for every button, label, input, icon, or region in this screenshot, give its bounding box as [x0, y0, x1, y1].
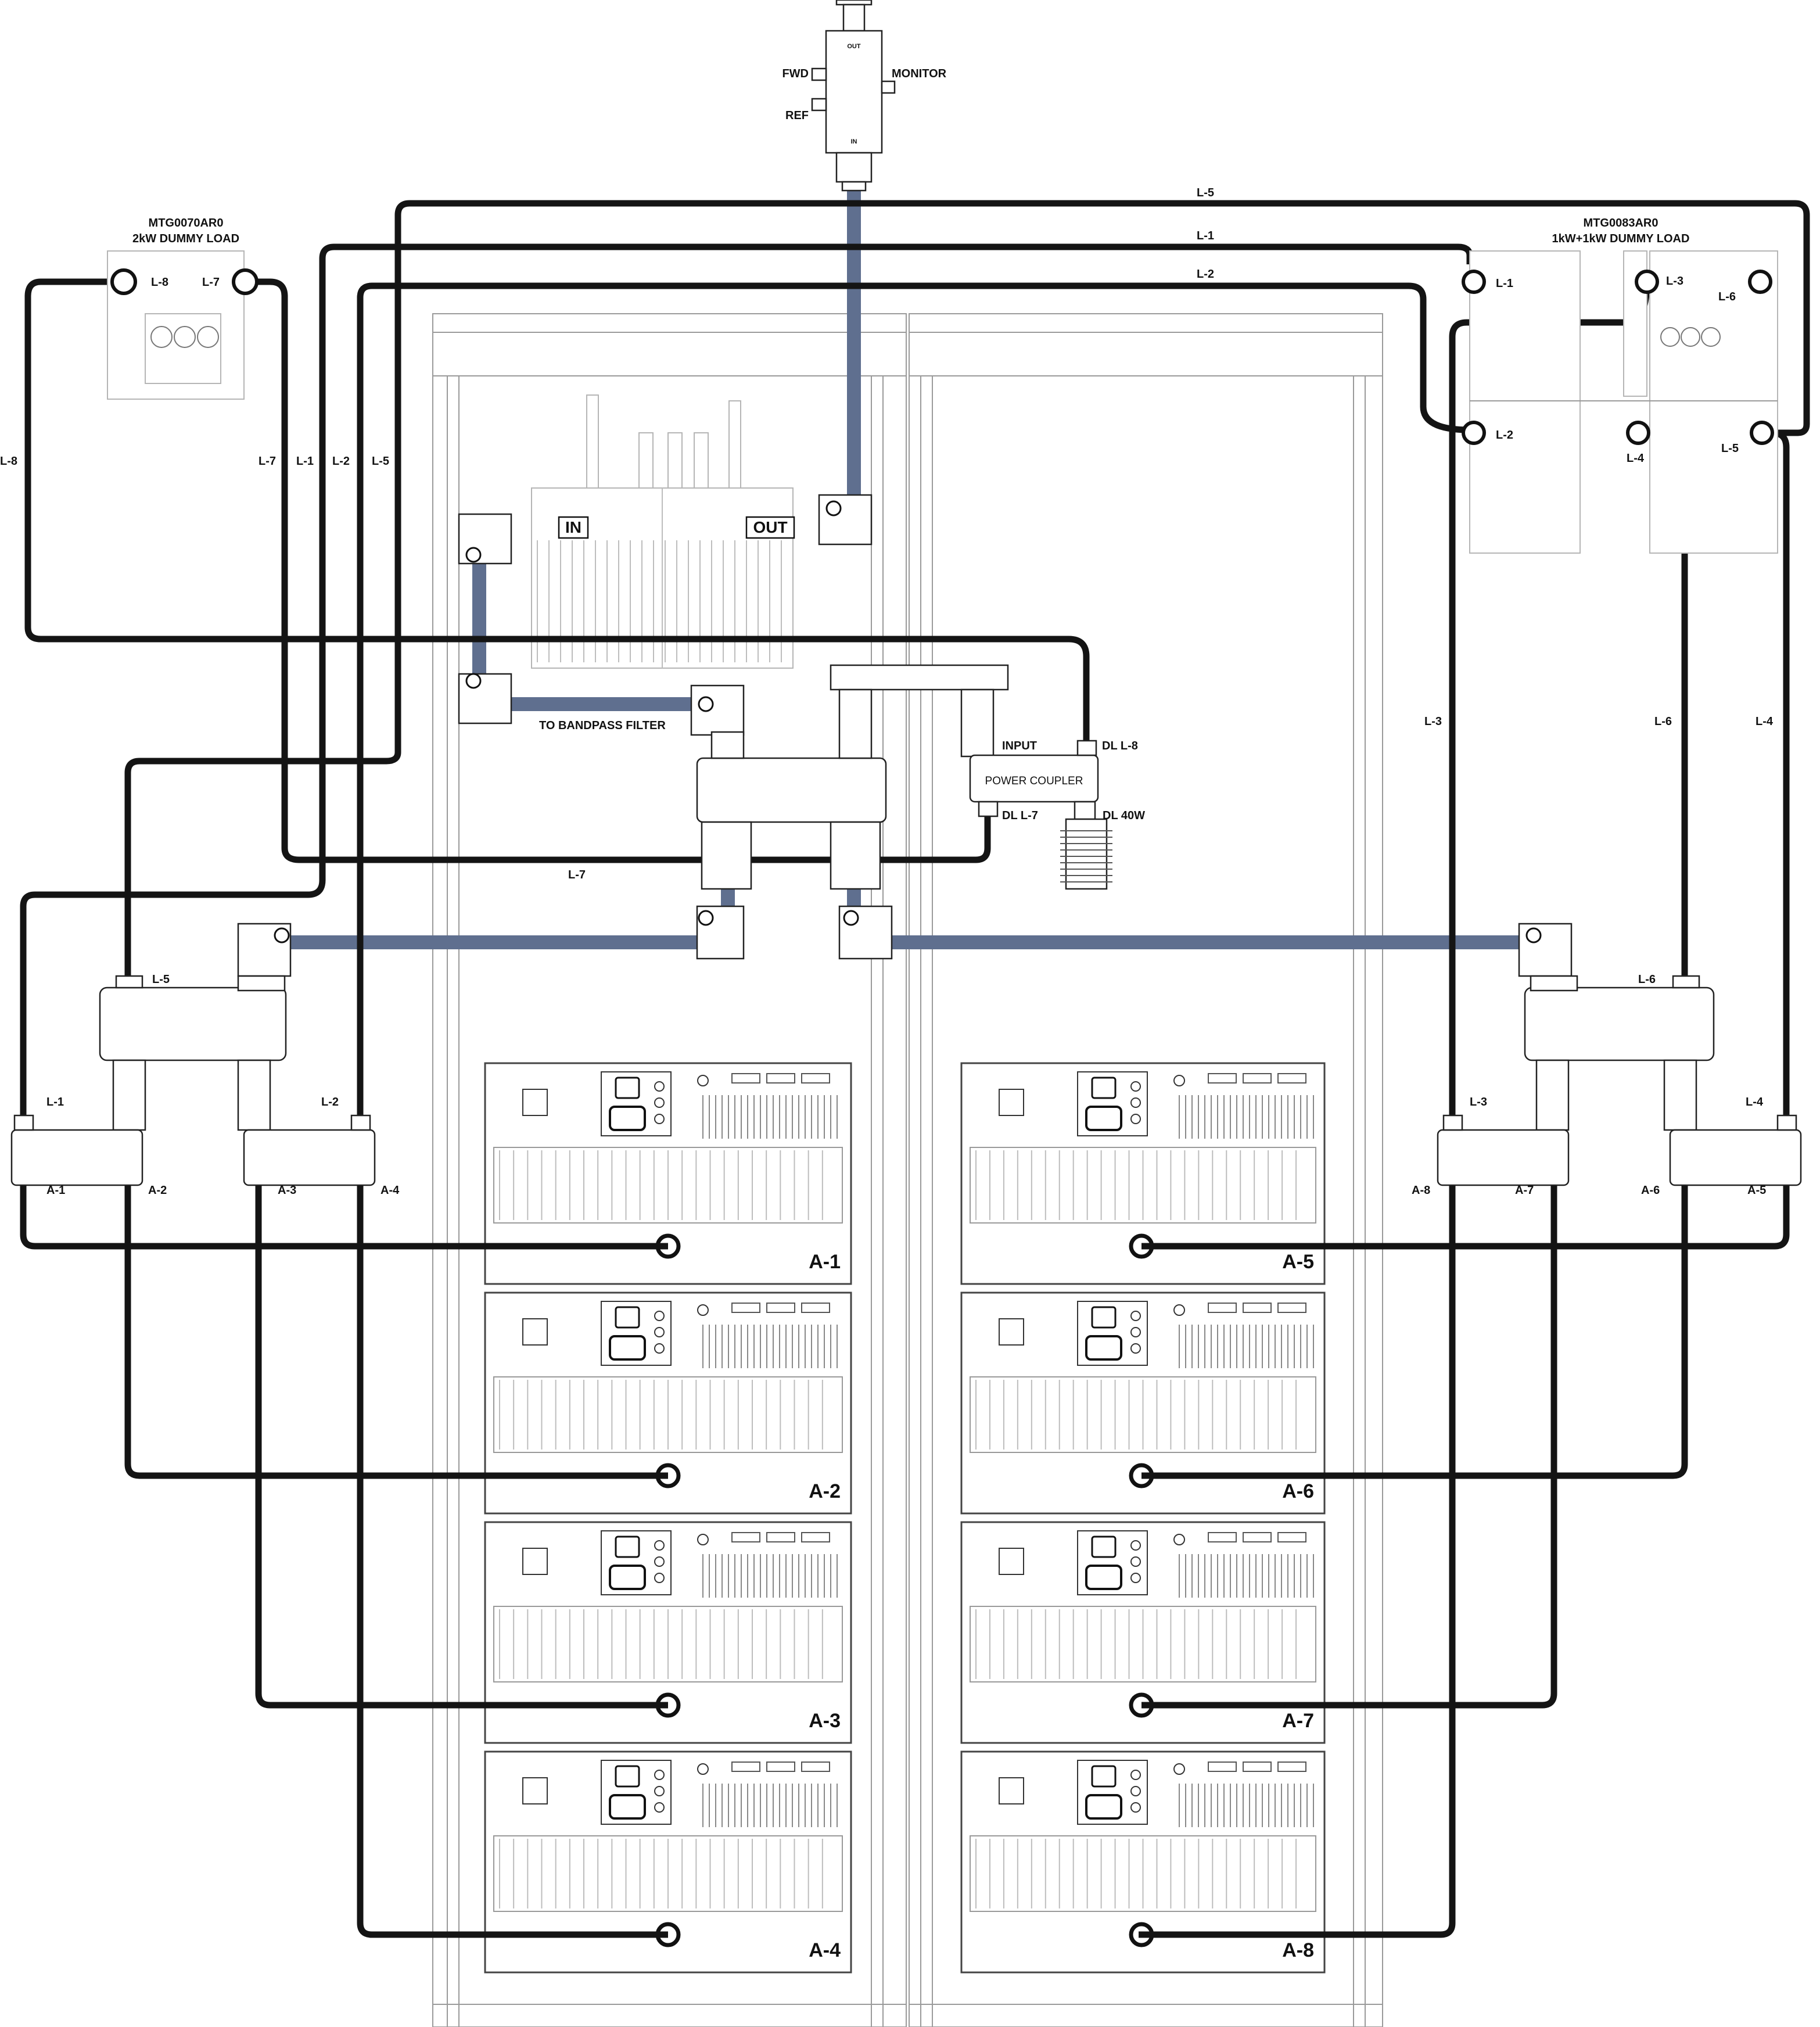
cabinet-right [909, 313, 1383, 2027]
dummy-load-1kw-port-l6: L-6 [1718, 290, 1736, 303]
amp-label-a8: A-8 [1282, 1939, 1314, 1961]
combiner-left-out-a1: A-1 [46, 1184, 65, 1197]
dummy-load-1kw-model: MTG0083AR0 [1584, 217, 1659, 229]
center-combiner [696, 664, 1009, 890]
combiner-left: L-5 L-1 L-2 A-1 A-2 A-3 A-4 [10, 973, 400, 1197]
combiner-right-l3-label: L-3 [1470, 1096, 1487, 1108]
dummy-load-1kw-port-l3: L-3 [1666, 275, 1683, 288]
amplifier-drawer [960, 1291, 1326, 1515]
combiner-left-top-label: L-5 [152, 973, 170, 986]
filter-out-box [745, 516, 795, 539]
combiner-right-out-a6: A-6 [1641, 1184, 1660, 1197]
dummy-load-2kw-port-l8: L-8 [151, 276, 168, 289]
cable-label-top-l2: L-2 [1197, 268, 1214, 281]
amplifier-drawer [484, 1291, 852, 1515]
power-coupler-dl-40w-label: DL 40W [1103, 809, 1145, 822]
amplifier-drawer [960, 1062, 1326, 1285]
dummy-load-2kw-desc: 2kW DUMMY LOAD [132, 232, 239, 245]
combiner-right-out-a8: A-8 [1412, 1184, 1430, 1197]
combiner-right: L-6 L-3 L-4 A-8 A-7 A-6 A-5 [1412, 973, 1802, 1197]
cable-label-right-l3: L-3 [1424, 715, 1442, 728]
dummy-load-1kw-port-l1: L-1 [1496, 277, 1513, 290]
cabinet-left [432, 313, 907, 2027]
combiner-left-out-a2: A-2 [148, 1184, 167, 1197]
to-bandpass-label: TO BANDPASS FILTER [539, 719, 666, 732]
amp-label-a7: A-7 [1282, 1710, 1314, 1732]
coupler-fwd-label: FWD [782, 67, 809, 80]
coupler-in-label: IN [851, 138, 857, 145]
amp-label-a3: A-3 [809, 1710, 841, 1732]
dummy-load-2kw-port-l7: L-7 [202, 276, 220, 289]
amplifier-drawer [484, 1062, 852, 1285]
combiner-right-top-label: L-6 [1638, 973, 1656, 986]
cable-label-left-l7: L-7 [259, 455, 276, 468]
rigid-lines [288, 186, 1522, 949]
dummy-load-1kw-port-l4: L-4 [1627, 452, 1645, 465]
cable-labels: L-5 L-1 L-2 L-8 L-7 L-1 L-2 L-5 L-7 L-3 … [0, 186, 1774, 881]
cable-label-top-l5: L-5 [1197, 186, 1214, 199]
combiner-left-out-a4: A-4 [380, 1184, 400, 1197]
dummy-load-2kw: MTG0070AR0 2kW DUMMY LOAD L-8 L-7 [107, 217, 259, 400]
combiner-left-out-a3: A-3 [278, 1184, 296, 1197]
cable-label-mid-l7: L-7 [568, 869, 586, 881]
dummy-load-1kw-port-l5: L-5 [1721, 442, 1739, 455]
coupler-out-label: OUT [847, 43, 861, 50]
power-coupler-input-label: INPUT [1002, 740, 1037, 752]
amp-label-a1: A-1 [809, 1251, 841, 1273]
amplifier-drawer [960, 1521, 1326, 1744]
filter-out-label: OUT [753, 518, 787, 536]
dummy-load-40w-heatsink [1060, 830, 1112, 882]
cable-label-left-l8: L-8 [0, 455, 17, 468]
filter-in-label: IN [565, 518, 581, 536]
elbow-connectors [237, 494, 1573, 977]
amp-label-a4: A-4 [809, 1939, 841, 1961]
amp-label-a5: A-5 [1282, 1251, 1314, 1273]
combiner-right-out-a7: A-7 [1515, 1184, 1534, 1197]
amplifier-drawer [960, 1750, 1326, 1974]
coupler-monitor-label: MONITOR [892, 67, 947, 80]
combiner-left-l1-label: L-1 [46, 1096, 64, 1108]
combiner-left-l2-label: L-2 [321, 1096, 339, 1108]
dummy-load-1kw-desc: 1kW+1kW DUMMY LOAD [1552, 232, 1690, 245]
cable-label-left-l1: L-1 [296, 455, 314, 468]
power-coupler-dl-l7-label: DL L-7 [1002, 809, 1038, 822]
combiner-right-l4-label: L-4 [1746, 1096, 1764, 1108]
cable-label-top-l1: L-1 [1197, 229, 1214, 242]
combiner-right-out-a5: A-5 [1747, 1184, 1766, 1197]
cable-label-right-l6: L-6 [1654, 715, 1672, 728]
bandpass-filter: IN OUT [531, 394, 795, 669]
dummy-load-2kw-model: MTG0070AR0 [149, 217, 224, 229]
dummy-load-1kw-1kw: MTG0083AR0 1kW+1kW DUMMY LOAD L-1 L-3 L-… [1462, 217, 1778, 554]
power-coupler-dl-l8-label: DL L-8 [1102, 740, 1138, 752]
dummy-load-1kw-port-l2: L-2 [1496, 429, 1513, 442]
cable-label-left-l5: L-5 [372, 455, 389, 468]
coupler-ref-label: REF [785, 109, 809, 122]
amp-label-a6: A-6 [1282, 1480, 1314, 1502]
amp-label-a2: A-2 [809, 1480, 841, 1502]
flex-cables [20, 200, 1810, 1938]
cable-label-left-l2: L-2 [332, 455, 350, 468]
power-coupler: POWER COUPLER INPUT DL L-8 DL L-7 DL 40W [969, 740, 1145, 890]
amplifier-drawer [484, 1521, 852, 1744]
power-coupler-label: POWER COUPLER [985, 775, 1083, 787]
amplifier-drawers [484, 1062, 1326, 1974]
filter-in-box [558, 516, 589, 539]
amplifier-drawer [484, 1750, 852, 1974]
directional-coupler-top: OUT IN FWD REF MONITOR [782, 0, 947, 192]
cable-label-right-l4: L-4 [1756, 715, 1774, 728]
amplifier-labels: A-1 A-2 A-3 A-4 A-5 A-6 A-7 A-8 [809, 1251, 1314, 1961]
